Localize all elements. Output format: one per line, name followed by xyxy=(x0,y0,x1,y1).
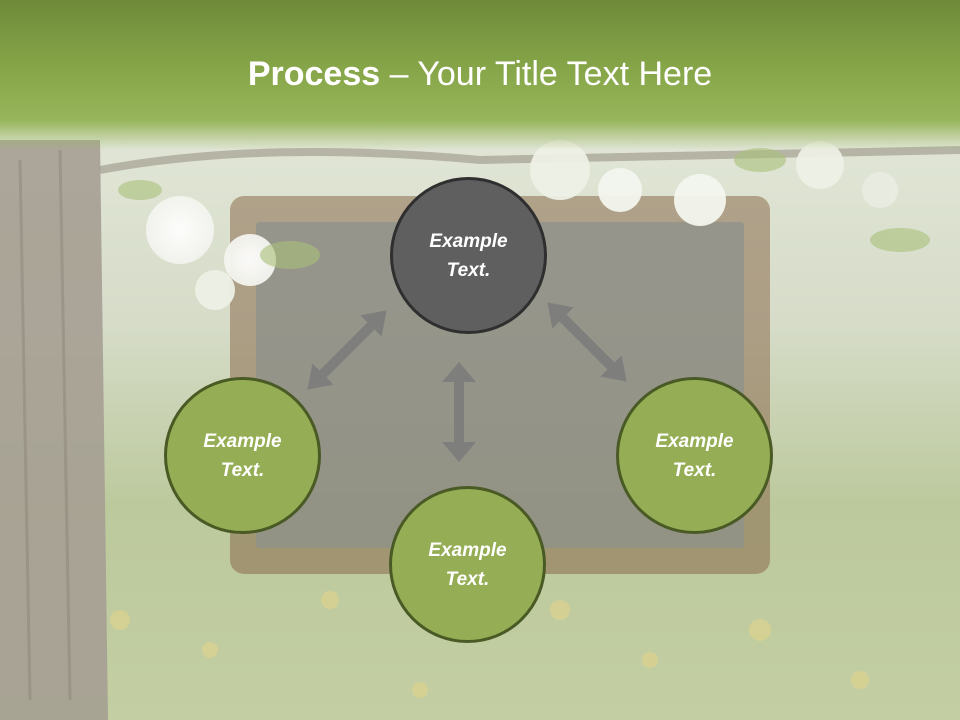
node-right-line2: Text. xyxy=(672,459,717,481)
node-top-line2: Text. xyxy=(446,259,491,281)
node-bottom-line1: Example xyxy=(428,539,507,561)
node-left-line2: Text. xyxy=(220,459,265,481)
title-bold: Process xyxy=(247,55,381,93)
node-left-line1: Example xyxy=(203,430,282,452)
node-right-line1: Example xyxy=(655,430,734,452)
node-top-line1: Example xyxy=(429,230,508,252)
arrow-top-left xyxy=(307,310,387,390)
arrow-vertical xyxy=(442,362,476,462)
arrow-top-right xyxy=(547,302,627,382)
slide-title: Process – Your Title Text Here xyxy=(0,52,960,96)
node-bottom-line2: Text. xyxy=(445,568,490,590)
title-rest: – Your Title Text Here xyxy=(380,55,713,93)
title-band xyxy=(0,0,960,150)
